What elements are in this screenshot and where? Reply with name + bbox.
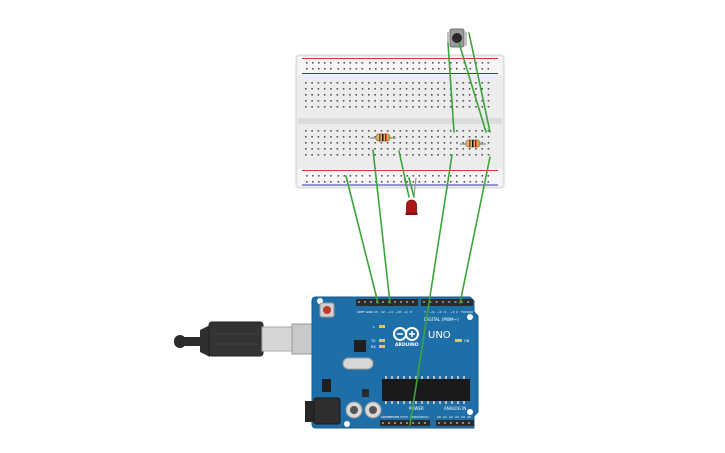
pin-label: GND [417, 415, 425, 419]
pin-label: ~5 [437, 310, 442, 314]
capacitors [345, 401, 382, 419]
mounting-hole [467, 314, 473, 320]
push-button[interactable] [447, 28, 467, 48]
resistor-2[interactable] [460, 139, 486, 148]
wire-5v-to-button[interactable] [409, 154, 453, 426]
digital-pwm-label: DIGITAL (PWM~) [424, 317, 459, 322]
dc-power-jack[interactable] [305, 397, 341, 425]
pin-label: ~10 [395, 310, 401, 314]
pin-label: IOREF [381, 415, 390, 419]
analog-header[interactable] [436, 420, 474, 426]
svg-text:RX: RX [371, 345, 376, 349]
wire-button-leg-1[interactable] [447, 42, 455, 133]
pin-label: A2 [449, 415, 453, 419]
pin-label: GND [410, 415, 418, 419]
pin-label: GND [366, 310, 374, 314]
svg-text:L: L [373, 325, 375, 329]
pin-label: RESET [389, 415, 399, 419]
center-channel [298, 118, 502, 124]
pin-label: A1 [443, 415, 447, 419]
mounting-hole [467, 409, 473, 415]
breadboard[interactable] [295, 54, 505, 189]
crystal-oscillator [342, 357, 374, 370]
digital-header-1[interactable] [356, 299, 418, 306]
power-analog-header-pins [382, 422, 470, 424]
wire-led-anode[interactable] [398, 150, 410, 198]
pin-label: ~9 [403, 310, 408, 314]
wire-led-cathode[interactable] [408, 177, 415, 198]
status-leds: L TX RX [370, 325, 385, 349]
pin-label: A5 [467, 415, 471, 419]
pin-label: 2 [456, 310, 458, 314]
digital-header-pins [358, 301, 470, 303]
breadboard-holes [305, 62, 490, 183]
svg-text:TX: TX [370, 339, 376, 343]
atmega-microcontroller [382, 376, 470, 404]
arduino-logo-icon [393, 327, 419, 341]
power-header[interactable] [380, 420, 430, 426]
pin-label: 3.3V [397, 415, 405, 419]
pin-label: TX1 [460, 310, 467, 314]
wire-gnd-to-breadboard[interactable] [345, 175, 379, 304]
mounting-hole [344, 421, 350, 427]
pin-label: ~3 [450, 310, 455, 314]
pin-label: 4 [444, 310, 446, 314]
pin-label: Vin [424, 415, 429, 419]
arduino-uno-board[interactable]: AREF GND 13 12 ~11 ~10 ~9 8 7 ~6 ~5 4 ~3… [305, 296, 479, 429]
pin-label: 12 [381, 310, 385, 314]
pin-label: ~6 [430, 310, 435, 314]
pin-label: AREF [357, 310, 365, 314]
resistor-1[interactable] [370, 133, 396, 142]
usb-chip [354, 340, 366, 352]
digital-header-2[interactable] [421, 299, 473, 306]
pin-label: 7 [424, 310, 426, 314]
wire-button-leg-3[interactable] [468, 32, 491, 133]
wire-pin13-to-led-resistor[interactable] [372, 149, 391, 304]
reset-button[interactable] [319, 302, 335, 318]
pin-label: 13 [374, 310, 378, 314]
push-button-cap[interactable] [452, 33, 462, 43]
uno-logo-text: UNO [428, 330, 451, 341]
pin-label: ~11 [387, 310, 393, 314]
pin-label: RX0 [467, 310, 473, 314]
small-regulator [362, 389, 369, 397]
pin-label: 8 [410, 310, 412, 314]
wire-button-leg-2[interactable] [458, 42, 487, 133]
voltage-regulator [322, 379, 331, 392]
wire-pin2-to-button[interactable] [459, 156, 491, 304]
power-label: POWER [409, 406, 424, 411]
pin-label: A4 [461, 415, 465, 419]
analog-in-label: ANALOG IN [444, 406, 466, 411]
pin-label: A3 [455, 415, 459, 419]
arduino-brand-text: ARDUINO [395, 342, 419, 348]
pin-label: 5V [404, 415, 409, 419]
on-label: ON [464, 339, 470, 343]
mounting-hole [317, 298, 323, 304]
pin-label: A0 [437, 415, 441, 419]
usb-plug-metal [261, 326, 293, 352]
power-led [455, 339, 462, 342]
